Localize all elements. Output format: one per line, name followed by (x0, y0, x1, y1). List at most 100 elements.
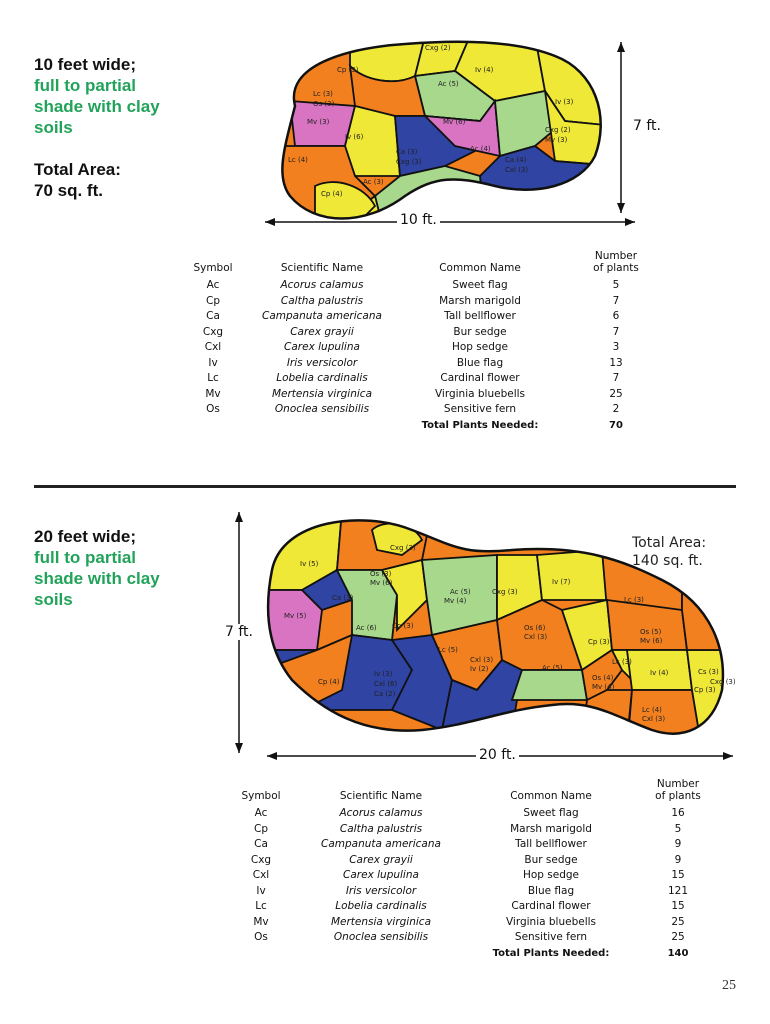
cell-number: 15 (671, 869, 685, 881)
cell-common: Marsh marigold (510, 822, 592, 835)
page-number: 25 (722, 978, 736, 993)
cell-number: 25 (671, 931, 685, 943)
cell-common: Cardinal flower (440, 372, 520, 384)
cell-scientific: Acorus calamus (280, 279, 364, 291)
zone-label: Cxg (2) (545, 126, 571, 134)
zone-label: Os (6) (524, 624, 546, 632)
section1-height-arrow (617, 42, 625, 213)
cell-common: Virginia bluebells (505, 915, 597, 928)
cell-common: Hop sedge (451, 341, 509, 353)
section1-plant-table: Symbol Scientific Name Common Name Numbe… (178, 250, 668, 433)
cell-scientific: Mertensia virginica (330, 915, 432, 928)
cell-common: Tall bellflower (515, 838, 587, 850)
cell-symbol: Cxg (202, 325, 224, 338)
cell-scientific: Acorus calamus (339, 807, 423, 819)
zone-label: Ca (2) (374, 690, 396, 698)
cell-scientific: Campanuta americana (321, 838, 441, 850)
zone-label: Cxl (3) (642, 715, 665, 723)
zone-label: Cxl (3) (524, 633, 547, 641)
cell-scientific: Caltha palustris (339, 822, 423, 835)
cell-symbol: Os (254, 931, 268, 943)
zone-label: Cxl (3) (505, 166, 528, 174)
section1-width-label: 10 ft. (397, 212, 440, 228)
section2-height-label: 7 ft. (222, 624, 256, 640)
cell-common: Blue flag (456, 356, 504, 369)
zone-label: Os (3) (313, 100, 335, 108)
zone-label: Iv (3) (374, 670, 393, 678)
zone-label: Cp (4) (321, 190, 343, 198)
table-row: Cp Caltha palustris Marsh marigold 5 (226, 822, 720, 838)
zone-label: Ca (4) (505, 156, 527, 164)
zone-label: Lc (3) (624, 596, 644, 604)
cell-scientific: Onoclea sensibilis (274, 403, 370, 415)
cell-common: Virginia bluebells (434, 387, 526, 400)
section2-total-area-value: 140 sq. ft. (632, 553, 703, 569)
cell-symbol: Iv (208, 356, 218, 369)
cell-number: 5 (612, 279, 620, 291)
zone-label: Mv (4) (444, 597, 467, 605)
zone-label: Ac (5) (542, 664, 563, 672)
total-row: Total Plants Needed:70 (178, 418, 668, 434)
cell-symbol: Iv (256, 884, 266, 897)
cell-number: 2 (612, 403, 620, 415)
section1-total-area-label: Total Area: (34, 160, 121, 179)
total-label: Total Plants Needed: (492, 947, 610, 959)
cell-scientific: Carex grayii (349, 853, 413, 866)
cell-number: 25 (609, 387, 623, 400)
cell-symbol: Lc (255, 900, 267, 912)
cell-common: Sweet flag (452, 279, 508, 291)
section2-total-area-label: Total Area: (632, 535, 707, 551)
cell-scientific: Iris versicolor (286, 356, 358, 369)
scientific-name-header: Scientific Name (339, 790, 423, 802)
cell-common: Tall bellflower (444, 310, 516, 322)
zone-label: Lc (5) (438, 646, 458, 654)
zone-label: Cp (4) (318, 678, 340, 686)
section1-heading: 10 feet wide; full to partial shade with… (34, 54, 160, 201)
section1-condition-line: full to partial (34, 76, 136, 95)
cell-symbol: Cp (254, 822, 268, 835)
zone-label: Cxg (3) (390, 544, 416, 552)
cell-symbol: Ca (254, 838, 268, 850)
cell-number: 5 (674, 822, 682, 835)
cell-common: Bur sedge (524, 853, 578, 866)
section1-condition-line: soils (34, 118, 73, 137)
empty-cell (226, 946, 296, 962)
section1-width-title: 10 feet wide; (34, 55, 137, 74)
cell-common: Blue flag (527, 884, 575, 897)
cell-symbol: Ac (254, 807, 268, 819)
zone-label: Os (5) (640, 628, 662, 636)
cell-scientific: Caltha palustris (280, 294, 364, 307)
cell-symbol: Lc (207, 372, 219, 384)
cell-number: 9 (674, 853, 682, 866)
cell-number: 25 (671, 915, 685, 928)
zone-label: Mv (6) (640, 637, 663, 645)
cell-common: Hop sedge (522, 869, 580, 881)
zone-label: Ac (6) (356, 624, 377, 632)
cell-scientific: Carex lupulina (284, 341, 360, 353)
section1-total-area-value: 70 sq. ft. (34, 181, 103, 200)
zone-label: Ac (5) (450, 588, 471, 596)
zone-label: Iv (6) (345, 133, 364, 141)
zone-label: Cxg (2) (425, 44, 451, 52)
section2-width-title: 20 feet wide; (34, 527, 137, 546)
zone-label: Cxl (3) (470, 656, 493, 664)
zone-label: Lc (3) (313, 90, 333, 98)
cell-symbol: Cxl (252, 869, 270, 881)
cell-number: 15 (671, 900, 685, 912)
cell-number: 3 (612, 341, 620, 353)
total-row: Total Plants Needed:140 (226, 946, 720, 962)
cell-number: 121 (667, 884, 689, 897)
zone-label: Mv (5) (284, 612, 307, 620)
zone-label: Ca (3) (396, 148, 418, 156)
cell-scientific: Mertensia virginica (271, 387, 373, 400)
symbol-header: Symbol (241, 790, 281, 802)
